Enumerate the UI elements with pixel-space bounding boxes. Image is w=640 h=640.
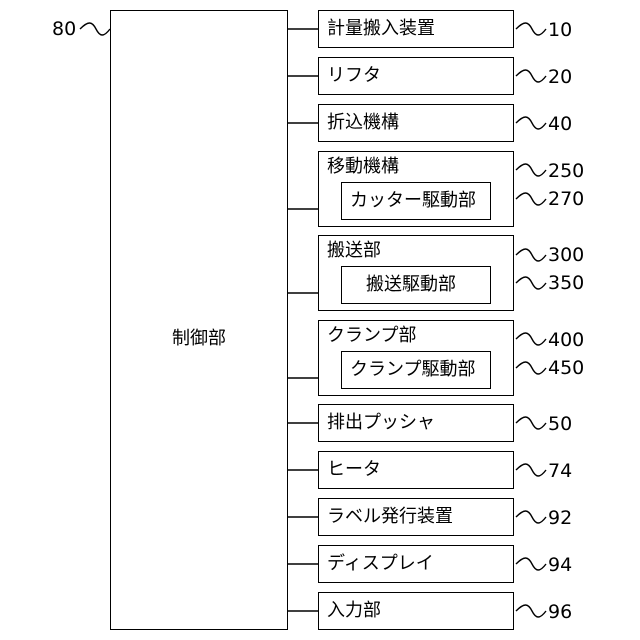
reference-leader-tilde (516, 605, 546, 617)
component-ref-numeral: 300 (548, 245, 584, 265)
component-label: ラベル発行装置 (327, 507, 453, 527)
sub-component-label: 搬送駆動部 (366, 275, 456, 295)
component-label: 入力部 (327, 601, 381, 621)
component-ref-numeral: 74 (548, 461, 572, 481)
controller-box: 制御部 (110, 10, 288, 630)
sub-component-ref-numeral: 270 (548, 189, 584, 209)
component-label: 折込機構 (327, 113, 399, 133)
component-ref-numeral: 250 (548, 161, 584, 181)
reference-leader-tilde (516, 511, 546, 523)
reference-leader-tilde (516, 249, 546, 261)
reference-leader-tilde (516, 417, 546, 429)
reference-leader-tilde (516, 362, 546, 374)
component-ref-numeral: 400 (548, 330, 584, 350)
sub-component-label: クランプ駆動部 (350, 360, 475, 380)
sub-component-ref-numeral: 350 (548, 273, 584, 293)
component-box-lifter: リフタ (318, 57, 514, 95)
reference-leader-tilde (516, 464, 546, 476)
reference-leader-tilde (516, 277, 546, 289)
sub-box-cutter-drive: カッター駆動部 (341, 182, 491, 220)
component-label: クランプ部 (327, 326, 416, 346)
component-box-conveyor: 搬送部 搬送駆動部 (318, 235, 514, 311)
sub-box-clamp-drive: クランプ駆動部 (341, 351, 491, 389)
component-ref-numeral: 50 (548, 414, 572, 434)
reference-leader-tilde (80, 23, 110, 35)
reference-leader-tilde (516, 70, 546, 82)
component-ref-numeral: 96 (548, 602, 572, 622)
component-label: 排出プッシャ (327, 413, 435, 433)
component-label: 計量搬入装置 (327, 19, 435, 39)
sub-component-ref-numeral: 450 (548, 358, 584, 378)
component-box-heater: ヒータ (318, 451, 514, 489)
reference-leader-tilde (516, 193, 546, 205)
component-box-input: 入力部 (318, 592, 514, 630)
component-label: 移動機構 (327, 157, 399, 177)
component-ref-numeral: 94 (548, 555, 572, 575)
component-box-display: ディスプレイ (318, 545, 514, 583)
reference-leader-tilde (516, 558, 546, 570)
reference-leader-tilde (516, 333, 546, 345)
component-ref-numeral: 10 (548, 20, 572, 40)
component-box-folding-mechanism: 折込機構 (318, 104, 514, 142)
controller-ref-numeral: 80 (52, 19, 76, 39)
component-box-moving-mechanism: 移動機構 カッター駆動部 (318, 151, 514, 227)
component-ref-numeral: 40 (548, 114, 572, 134)
component-box-clamp: クランプ部 クランプ駆動部 (318, 320, 514, 396)
sub-component-label: カッター駆動部 (350, 191, 476, 211)
component-box-discharge-pusher: 排出プッシャ (318, 404, 514, 442)
component-ref-numeral: 20 (548, 67, 572, 87)
component-box-label-issuer: ラベル発行装置 (318, 498, 514, 536)
reference-leader-tilde (516, 117, 546, 129)
component-ref-numeral: 92 (548, 508, 572, 528)
controller-label: 制御部 (111, 329, 287, 349)
reference-leader-tilde (516, 164, 546, 176)
component-label: ディスプレイ (327, 554, 434, 574)
component-label: 搬送部 (327, 241, 381, 261)
component-label: リフタ (327, 66, 381, 86)
sub-box-conveyor-drive: 搬送駆動部 (341, 266, 491, 304)
component-label: ヒータ (327, 460, 381, 480)
component-box-weighing-loader: 計量搬入装置 (318, 10, 514, 48)
reference-leader-tilde (516, 23, 546, 35)
